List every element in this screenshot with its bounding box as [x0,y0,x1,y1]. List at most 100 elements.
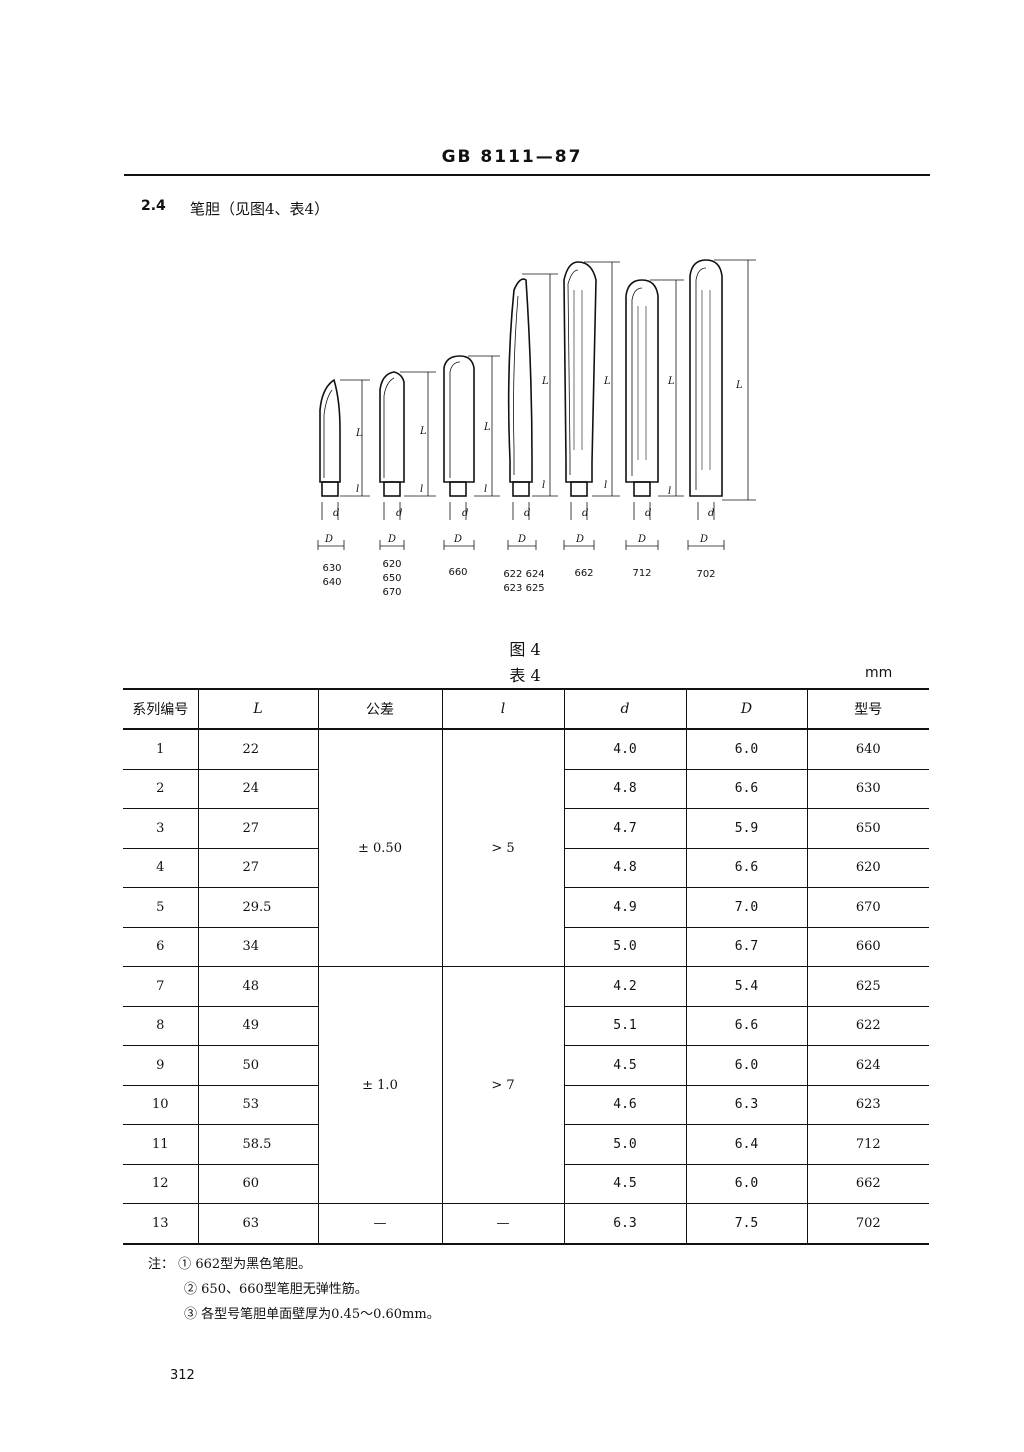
table-row: 12 60 4.5 6.0 662 [123,1163,929,1204]
cell-model: 623 [806,1084,929,1125]
cell-D: 5.9 [685,808,808,849]
dim-label-L: L [603,376,611,387]
model-label-group-1: 630 640 [322,563,342,588]
dim-label-L: L [541,376,549,387]
table-row: 7 48 ± 1.0 > 7 4.2 5.4 625 [123,966,929,1204]
cell-L: 50 [197,1045,319,1086]
cell-tolerance: ± 0.50 [317,728,443,967]
table-unit: mm [865,665,893,681]
dim-label-D: D [575,534,584,545]
cell-model: 650 [806,808,929,849]
cell-d: 4.5 [563,1045,687,1086]
note-text: 650、660型笔胆无弹性筋。 [201,1282,368,1297]
table-row: 13 63 — — 6.3 7.5 702 [123,1203,929,1245]
cell-L: 60 [197,1163,319,1204]
dim-label-d: d [333,508,339,519]
refill-drawing-662 [563,261,620,550]
note-item: ② 650、660型笔胆无弹性筋。 [148,1277,440,1302]
cell-no: 7 [123,966,199,1007]
dim-label-D: D [387,534,396,545]
cell-no: 5 [123,887,199,928]
table-row: 3 27 4.7 5.9 650 [123,808,929,849]
note-text: 各型号笔胆单面壁厚为0.45～0.60mm。 [201,1307,440,1322]
header-series-no: 系列编号 [123,688,199,730]
cell-model: 620 [806,847,929,888]
cell-D: 6.0 [685,1163,808,1204]
cell-d: 4.9 [563,887,687,928]
dim-label-L: L [355,428,363,439]
dim-label-d: d [645,508,651,519]
dim-label-D: D [699,534,708,545]
cell-d: 4.8 [563,847,687,888]
cell-L: 27 [197,808,319,849]
dim-label-D: D [453,534,462,545]
figure-caption: 图 4 [509,640,541,659]
cell-L: 53 [197,1084,319,1125]
header-d: d [563,688,687,730]
page-number: 312 [170,1368,195,1383]
cell-model: 670 [806,887,929,928]
notes-prefix: 注： [148,1257,175,1272]
section-number: 2.4 [141,198,166,214]
cell-D: 6.0 [685,1045,808,1086]
cell-L: 49 [197,1005,319,1046]
cell-L: 29.5 [197,887,319,928]
dim-label-l: l [604,480,607,491]
cell-no: 11 [123,1124,199,1165]
cell-D: 6.6 [685,768,808,809]
dim-label-l: l [356,484,359,495]
cell-no: 1 [123,728,199,770]
header-rule [124,174,930,176]
cell-D: 7.0 [685,887,808,928]
cell-model: 622 [806,1005,929,1046]
cell-D: 6.6 [685,1005,808,1046]
model-label-group-2: 620 650 670 [382,559,402,598]
cell-L: 22 [197,728,319,770]
table-row: 10 53 4.6 6.3 623 [123,1084,929,1125]
cell-d: 4.5 [563,1163,687,1204]
cell-D: 5.4 [685,966,808,1007]
cell-D: 6.0 [685,728,808,770]
note-marker: ② [184,1282,198,1297]
dim-label-L: L [419,426,427,437]
note-item: 注： ① 662型为黑色笔胆。 [148,1252,440,1277]
cell-d: 4.8 [563,768,687,809]
table-row: 1 22 ± 0.50 > 5 4.0 6.0 640 [123,728,929,967]
cell-d: 4.0 [563,728,687,770]
cell-no: 12 [123,1163,199,1204]
cell-model: 640 [806,728,929,770]
cell-l: > 5 [441,728,565,967]
cell-L: 48 [197,966,319,1007]
section-title: 笔胆（见图4、表4） [190,200,330,218]
dim-label-D: D [637,534,646,545]
cell-L: 63 [197,1203,319,1245]
cell-no: 3 [123,808,199,849]
model-label-group-5: 662 [574,568,594,579]
cell-model: 630 [806,768,929,809]
refill-drawing-620-650-670 [379,371,436,550]
header-L: L [197,688,319,730]
refill-drawing-622-625 [507,273,558,550]
dim-label-l: l [420,484,423,495]
cell-D: 6.6 [685,847,808,888]
cell-no: 8 [123,1005,199,1046]
cell-model: 662 [806,1163,929,1204]
table-caption: 表 4 [509,666,541,685]
cell-l: — [441,1203,565,1245]
dim-label-d: d [708,508,714,519]
cell-L: 34 [197,926,319,967]
cell-d: 4.7 [563,808,687,849]
table-row: 6 34 5.0 6.7 660 [123,926,929,967]
cell-d: 4.2 [563,966,687,1007]
table-row: 2 24 4.8 6.6 630 [123,768,929,809]
cell-tolerance: ± 1.0 [317,966,443,1204]
cell-no: 10 [123,1084,199,1125]
cell-model: 660 [806,926,929,967]
header-model: 型号 [806,688,929,730]
note-text: 662型为黑色笔胆。 [195,1257,312,1272]
cell-d: 6.3 [563,1203,687,1245]
refill-drawing-630-640 [317,378,370,550]
model-label-group-4: 622 624 623 625 [503,569,545,594]
cell-d: 5.1 [563,1005,687,1046]
cell-model: 712 [806,1124,929,1165]
